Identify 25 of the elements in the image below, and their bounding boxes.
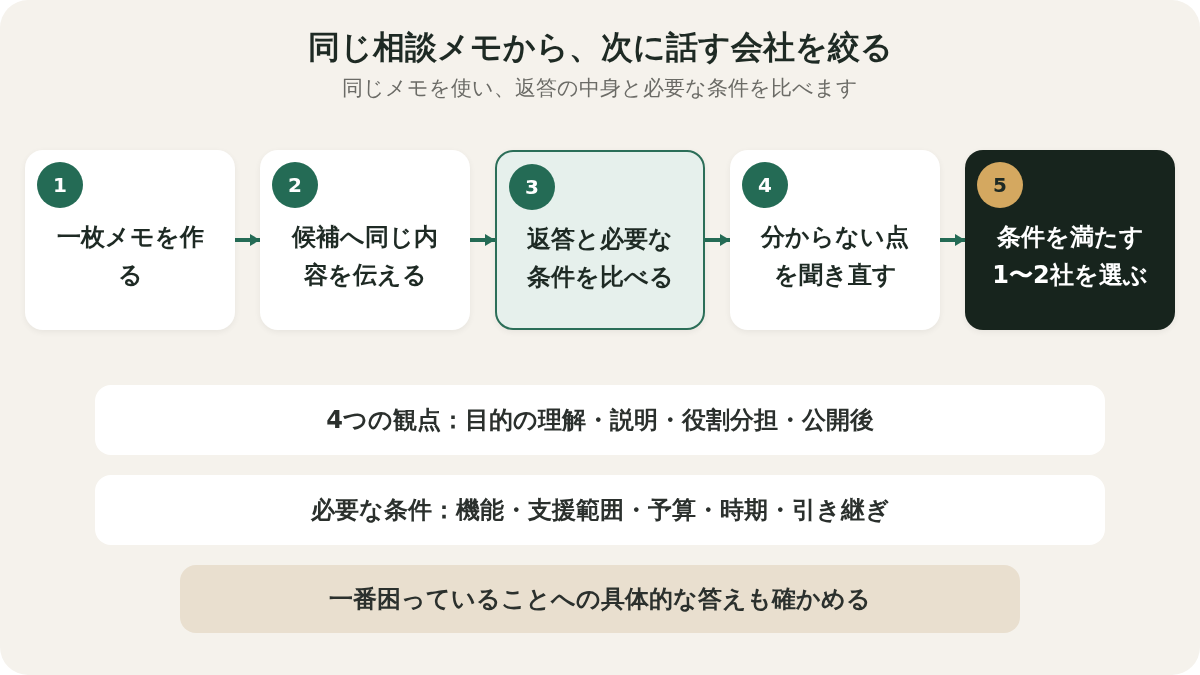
title: 同じ相談メモから、次に話す会社を絞る bbox=[306, 27, 894, 68]
info-band bbox=[180, 565, 1020, 633]
step-label: 分からない点を聞き直す bbox=[759, 222, 910, 291]
step-number: 5 bbox=[977, 162, 1023, 208]
step-card bbox=[495, 150, 705, 330]
band-text: 一番困っていることへの具体的な答えも確かめる bbox=[329, 584, 871, 615]
step-card bbox=[965, 150, 1175, 330]
step-label: 条件を満たす1〜2社を選ぶ bbox=[991, 222, 1149, 291]
arrow bbox=[705, 234, 730, 246]
arrow bbox=[235, 234, 260, 246]
step-card bbox=[730, 150, 940, 330]
arrow bbox=[940, 234, 965, 246]
step-number: 4 bbox=[742, 162, 788, 208]
step-card bbox=[25, 150, 235, 330]
band-text: 4つの観点：目的の理解・説明・役割分担・公開後 bbox=[326, 405, 874, 436]
step-label: 一枚メモを作る bbox=[55, 222, 205, 291]
band-text: 必要な条件：機能・支援範囲・予算・時期・引き継ぎ bbox=[310, 495, 890, 526]
step-label: 候補へ同じ内容を伝える bbox=[290, 222, 439, 291]
step-number: 2 bbox=[272, 162, 318, 208]
step-number: 3 bbox=[509, 164, 555, 210]
subtitle: 同じメモを使い、返答の中身と必要な条件を比べます bbox=[341, 75, 859, 102]
step-card bbox=[260, 150, 470, 330]
step-number: 1 bbox=[37, 162, 83, 208]
arrow bbox=[470, 234, 495, 246]
step-label: 返答と必要な条件を比べる bbox=[525, 224, 675, 293]
